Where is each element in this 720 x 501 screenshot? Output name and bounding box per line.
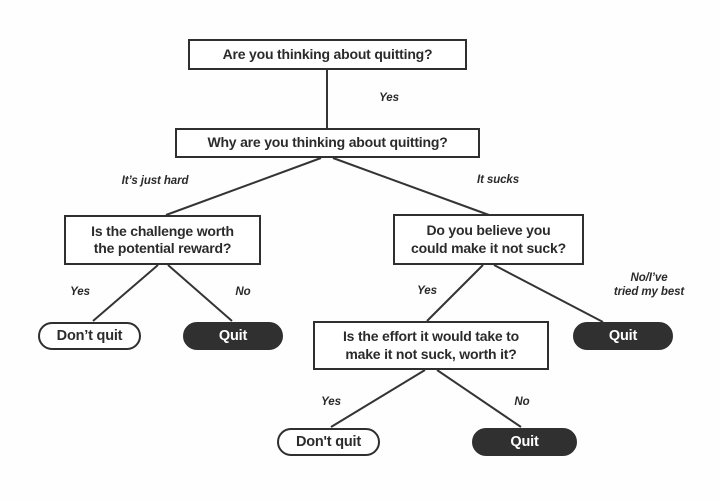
edge-q2-q4 bbox=[332, 157, 490, 216]
edge-label-no-left: No bbox=[235, 286, 251, 299]
edge-label-yes-middle: Yes bbox=[417, 285, 437, 298]
edge-label-no-tried-my-best: No/I’ve tried my best bbox=[613, 272, 685, 298]
edge-q5-dontquit bbox=[330, 369, 426, 428]
edge-label-its-just-hard: It’s just hard bbox=[121, 175, 189, 188]
edge-label-yes-bottom: Yes bbox=[321, 396, 341, 409]
edge-label-yes-top: Yes bbox=[379, 92, 399, 105]
edge-q4-quit bbox=[493, 264, 604, 323]
question-could-make-it-not-suck: Do you believe you could make it not suc… bbox=[393, 214, 584, 265]
edge-label-no-bottom: No bbox=[514, 396, 530, 409]
question-effort-worth-it: Is the effort it would take to make it n… bbox=[313, 321, 549, 370]
outcome-quit-bottom: Quit bbox=[472, 428, 577, 456]
edge-q3-dontquit bbox=[92, 264, 159, 322]
outcome-quit-right: Quit bbox=[573, 322, 673, 350]
outcome-quit-left: Quit bbox=[183, 322, 283, 350]
outcome-dont-quit-left: Don’t quit bbox=[38, 322, 141, 350]
question-challenge-worth-reward: Is the challenge worth the potential rew… bbox=[64, 215, 261, 265]
question-thinking-about-quitting: Are you thinking about quitting? bbox=[188, 39, 467, 70]
edge-label-it-sucks: It sucks bbox=[476, 174, 520, 187]
edge-q4-q5 bbox=[426, 264, 484, 322]
edge-q3-quit bbox=[167, 264, 233, 322]
edge-q5-quit bbox=[436, 369, 522, 428]
outcome-dont-quit-bottom: Don't quit bbox=[277, 428, 380, 456]
question-why-quitting: Why are you thinking about quitting? bbox=[175, 128, 480, 158]
edge-label-yes-left: Yes bbox=[70, 286, 90, 299]
edge-q2-q3 bbox=[165, 157, 322, 216]
